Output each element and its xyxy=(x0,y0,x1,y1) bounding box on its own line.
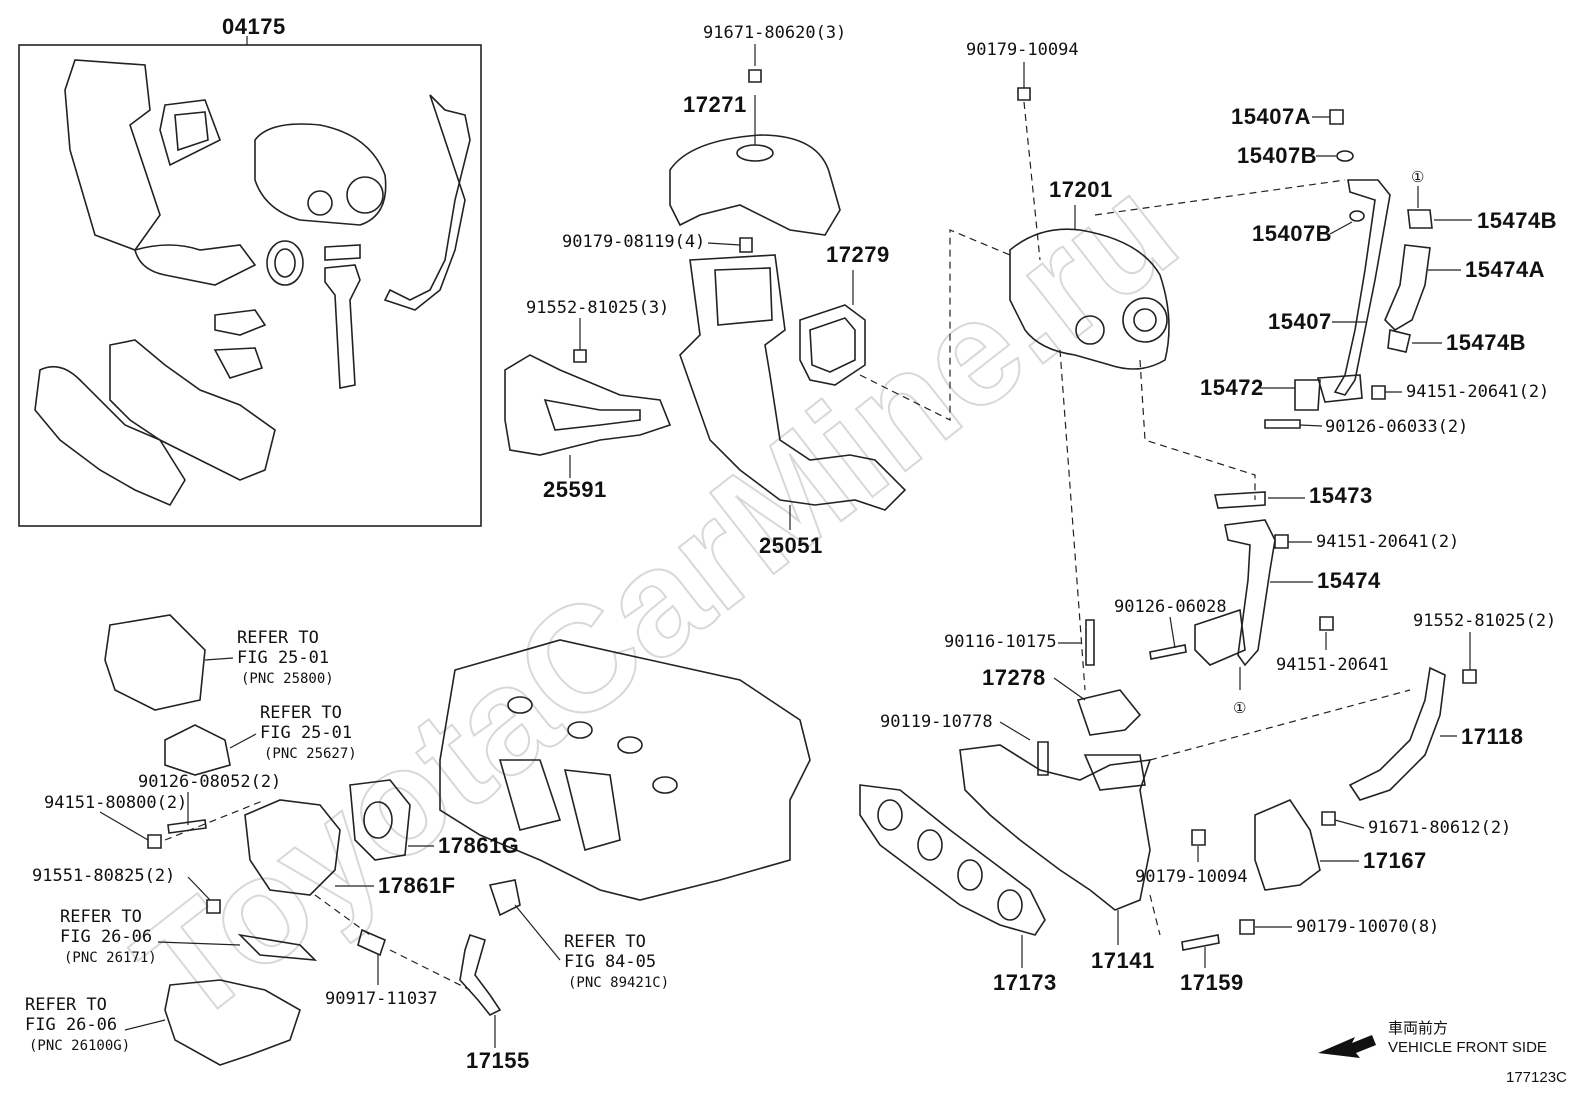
label-91551-80825: 91551-80825(2) xyxy=(32,866,175,886)
label-15407A: 15407A xyxy=(1231,104,1311,129)
svg-text:FIG 26-06: FIG 26-06 xyxy=(25,1015,117,1035)
svg-text:(PNC 25627): (PNC 25627) xyxy=(264,746,357,762)
label-15474B-1: 15474B xyxy=(1477,208,1557,233)
label-90179-08119: 90179-08119(4) xyxy=(562,232,705,252)
oil-pipe-15407 xyxy=(1333,179,1391,396)
front-side-jp: 車両前方 xyxy=(1388,1020,1448,1037)
svg-text:REFER TO: REFER TO xyxy=(564,932,646,952)
exhaust-manifold-17141 xyxy=(959,744,1152,911)
label-15474: 15474 xyxy=(1317,568,1381,593)
callout-marker-top: ① xyxy=(1411,169,1424,186)
label-91552-81025-2: 91552-81025(2) xyxy=(1413,611,1556,631)
svg-text:REFER TO: REFER TO xyxy=(260,703,342,723)
label-15407B-1: 15407B xyxy=(1237,143,1317,168)
kit-parts-drawing xyxy=(34,59,471,507)
gasket-25627 xyxy=(164,724,231,776)
label-90126-06028: 90126-06028 xyxy=(1114,597,1227,617)
refer-to-26100G: REFER TO FIG 26-06 (PNC 26100G) xyxy=(25,995,130,1054)
svg-text:REFER TO: REFER TO xyxy=(237,628,319,648)
turbocharger-17201 xyxy=(1009,228,1170,370)
svg-text:(PNC 26100G): (PNC 26100G) xyxy=(29,1038,130,1054)
label-90116-10175: 90116-10175 xyxy=(944,632,1057,652)
label-15407B-2: 15407B xyxy=(1252,221,1332,246)
label-17201: 17201 xyxy=(1049,177,1113,202)
svg-text:REFER TO: REFER TO xyxy=(25,995,107,1015)
heat-insulator-17271 xyxy=(669,134,841,236)
label-17861G: 17861G xyxy=(438,833,519,858)
label-25051: 25051 xyxy=(759,533,823,558)
gasket-17861G xyxy=(349,779,411,861)
label-90126-08052: 90126-08052(2) xyxy=(138,772,281,792)
label-90179-10094-bot: 90179-10094 xyxy=(1135,867,1248,887)
bracket-25591 xyxy=(504,354,672,456)
svg-text:FIG 26-06: FIG 26-06 xyxy=(60,927,152,947)
oil-return-pipe-15474 xyxy=(1224,519,1276,667)
gasket-15473 xyxy=(1214,491,1266,509)
label-90126-06033: 90126-06033(2) xyxy=(1325,417,1468,437)
exhaust-gasket-17173 xyxy=(859,784,1046,936)
label-17118: 17118 xyxy=(1461,724,1523,749)
label-17861F: 17861F xyxy=(378,873,456,898)
label-91671-80620: 91671-80620(3) xyxy=(703,23,846,43)
label-94151-20641: 94151-20641 xyxy=(1276,655,1389,675)
component-25800 xyxy=(104,614,206,711)
label-17155: 17155 xyxy=(466,1048,530,1073)
label-90119-10778: 90119-10778 xyxy=(880,712,993,732)
converter-25051 xyxy=(679,254,907,511)
gasket-26171 xyxy=(237,933,318,961)
gasket-17279 xyxy=(799,304,866,386)
label-15474B-2: 15474B xyxy=(1446,330,1526,355)
front-side-en: VEHICLE FRONT SIDE xyxy=(1388,1039,1547,1056)
label-90179-10094-top: 90179-10094 xyxy=(966,40,1079,60)
refer-to-26171: REFER TO FIG 26-06 (PNC 26171) xyxy=(60,907,157,966)
label-17167: 17167 xyxy=(1363,848,1427,873)
svg-text:FIG 25-01: FIG 25-01 xyxy=(237,648,329,668)
label-15474A: 15474A xyxy=(1465,257,1545,282)
svg-text:(PNC 89421C): (PNC 89421C) xyxy=(568,975,669,991)
callout-marker-bottom: ① xyxy=(1233,700,1246,717)
label-17159: 17159 xyxy=(1180,970,1244,995)
sensor-90917-11037 xyxy=(357,928,386,957)
hose-15474A xyxy=(1384,244,1431,332)
refer-to-25627: REFER TO FIG 25-01 (PNC 25627) xyxy=(260,703,357,762)
svg-text:(PNC 26171): (PNC 26171) xyxy=(64,950,157,966)
label-91671-80612: 91671-80612(2) xyxy=(1368,818,1511,838)
gasket-17278 xyxy=(1076,689,1142,736)
svg-text:REFER TO: REFER TO xyxy=(60,907,142,927)
engine-block-drawing xyxy=(439,639,811,901)
label-17173: 17173 xyxy=(993,970,1057,995)
kit-box xyxy=(18,44,482,527)
label-90917-11037: 90917-11037 xyxy=(325,989,438,1009)
bracket-17118 xyxy=(1348,666,1446,801)
svg-text:FIG 25-01: FIG 25-01 xyxy=(260,723,352,743)
label-15473: 15473 xyxy=(1309,483,1373,508)
clamp-15474B-bottom xyxy=(1387,329,1411,353)
figure-code: 177123C xyxy=(1506,1069,1567,1086)
label-15472: 15472 xyxy=(1200,375,1264,400)
refer-to-25800: REFER TO FIG 25-01 (PNC 25800) xyxy=(237,628,334,687)
svg-text:FIG 84-05: FIG 84-05 xyxy=(564,952,656,972)
vehicle-front-arrow xyxy=(1318,1035,1376,1058)
component-26100G xyxy=(164,979,301,1066)
label-17141: 17141 xyxy=(1091,948,1155,973)
svg-text:(PNC 25800): (PNC 25800) xyxy=(241,671,334,687)
clamp-15474B-top xyxy=(1407,209,1433,229)
label-17271: 17271 xyxy=(683,92,747,117)
label-94151-20641-2a: 94151-20641(2) xyxy=(1406,382,1549,402)
egr-body-17861F xyxy=(244,799,341,896)
label-94151-20641-2b: 94151-20641(2) xyxy=(1316,532,1459,552)
label-90179-10070: 90179-10070(8) xyxy=(1296,917,1439,937)
label-25591: 25591 xyxy=(543,477,607,502)
label-17279: 17279 xyxy=(826,242,890,267)
watermark: ToyotaCarMine.ru xyxy=(106,145,1205,1056)
hose-17155 xyxy=(459,933,502,1017)
label-17278: 17278 xyxy=(982,665,1046,690)
refer-to-89421C: REFER TO FIG 84-05 (PNC 89421C) xyxy=(564,932,669,991)
label-91552-81025-3: 91552-81025(3) xyxy=(526,298,669,318)
label-04175: 04175 xyxy=(222,14,286,39)
label-15407: 15407 xyxy=(1268,309,1332,334)
label-94151-80800: 94151-80800(2) xyxy=(44,793,187,813)
heat-insulator-17167 xyxy=(1254,799,1321,891)
